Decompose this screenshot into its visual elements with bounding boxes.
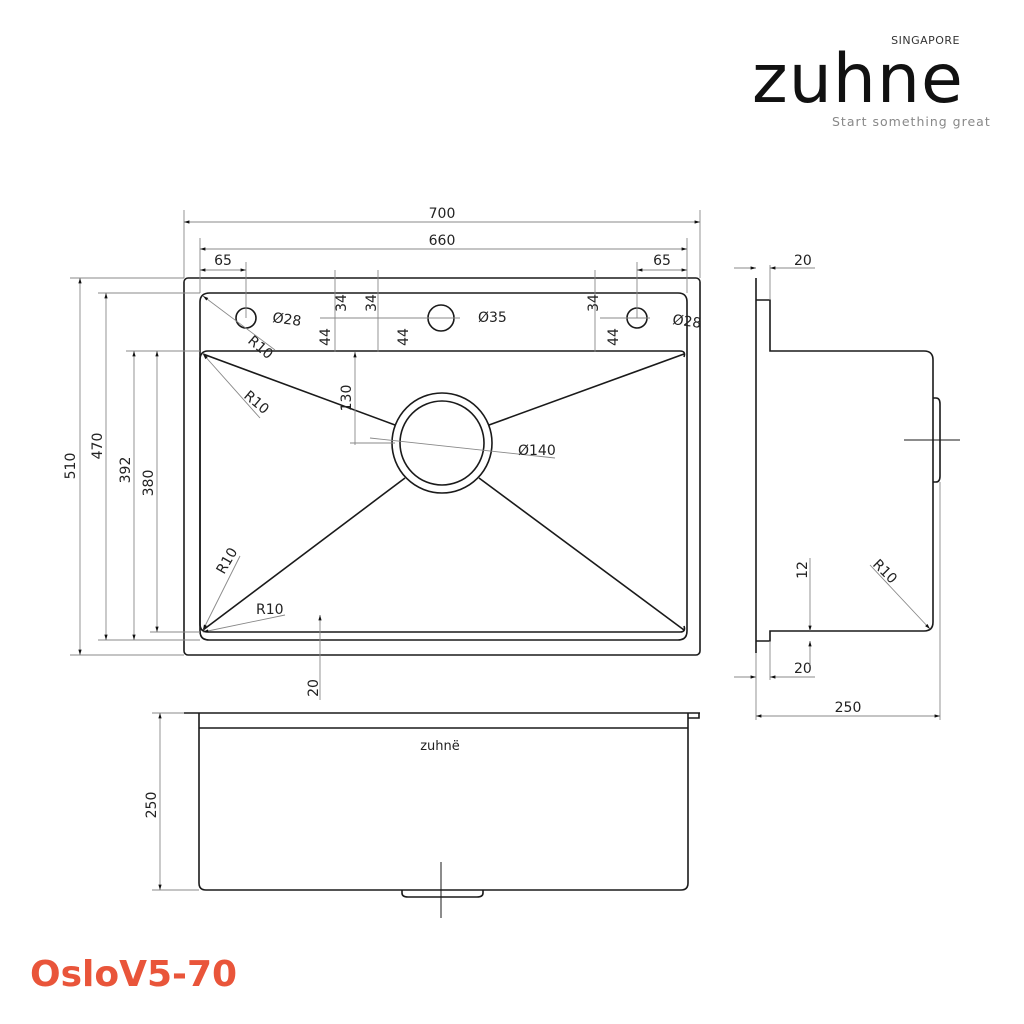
dimension-label: R10 xyxy=(869,557,900,588)
dimension-label: 65 xyxy=(653,253,671,269)
dimension-label: 660 xyxy=(429,233,456,249)
dimensions-top: 700 660 65 65 510 470 392 380 34 34 34 4… xyxy=(63,206,702,700)
dimension-line xyxy=(869,564,931,630)
brand-region: SINGAPORE xyxy=(891,34,960,47)
dimension-label: 250 xyxy=(835,700,862,716)
outline xyxy=(755,278,934,653)
dimension-label: Ø28 xyxy=(671,312,702,332)
dimension-label: zuhnë xyxy=(420,739,460,754)
dimension-label: 20 xyxy=(794,253,812,269)
dimension-label: 12 xyxy=(795,561,811,579)
dimension-label: R10 xyxy=(244,333,275,363)
dimension-label: Ø140 xyxy=(518,443,556,459)
rim xyxy=(199,292,688,641)
dimension-label: 20 xyxy=(306,679,322,697)
drain-inner xyxy=(399,400,485,486)
brand-tagline: Start something great xyxy=(832,114,991,129)
dimension-label: 130 xyxy=(339,385,355,412)
top-view xyxy=(183,277,701,656)
dimension-label: 510 xyxy=(63,453,79,480)
outline xyxy=(478,477,685,631)
outline xyxy=(488,353,685,426)
model-name: OsloV5-70 xyxy=(30,954,238,995)
dimension-line xyxy=(202,353,261,419)
dimension-label: 20 xyxy=(794,661,812,677)
dimension-label: 250 xyxy=(144,792,160,819)
dimension-label: 392 xyxy=(118,457,134,484)
outline xyxy=(202,353,396,426)
front-view: zuhnë 250 xyxy=(144,712,700,918)
dimension-label: Ø35 xyxy=(478,310,507,326)
drain-outer xyxy=(391,392,493,494)
dimension-label: 470 xyxy=(90,433,106,460)
dimension-line xyxy=(369,437,556,459)
dimension-label: 34 xyxy=(586,294,602,312)
dimension-label: 700 xyxy=(429,206,456,222)
dimension-label: 34 xyxy=(364,294,380,312)
brand-logo: SINGAPORE zuhne Start something great xyxy=(752,34,992,134)
dimension-line xyxy=(202,555,241,631)
dimension-line xyxy=(202,614,286,633)
dimension-label: R10 xyxy=(256,602,284,618)
dimension-label: 34 xyxy=(334,294,350,312)
dimension-label: Ø28 xyxy=(271,310,302,330)
outline xyxy=(198,713,700,891)
dimension-label: 44 xyxy=(606,328,622,346)
brand-name: zuhne xyxy=(752,40,964,119)
outer-edge xyxy=(183,277,701,656)
outline xyxy=(202,477,406,631)
dimension-label: 44 xyxy=(318,328,334,346)
dimension-label: 65 xyxy=(214,253,232,269)
side-view: 20 20 12 R10 250 xyxy=(734,253,960,720)
dimension-line xyxy=(202,295,276,351)
dimension-label: 380 xyxy=(141,470,157,497)
dimension-label: 44 xyxy=(396,328,412,346)
outline xyxy=(401,890,484,898)
